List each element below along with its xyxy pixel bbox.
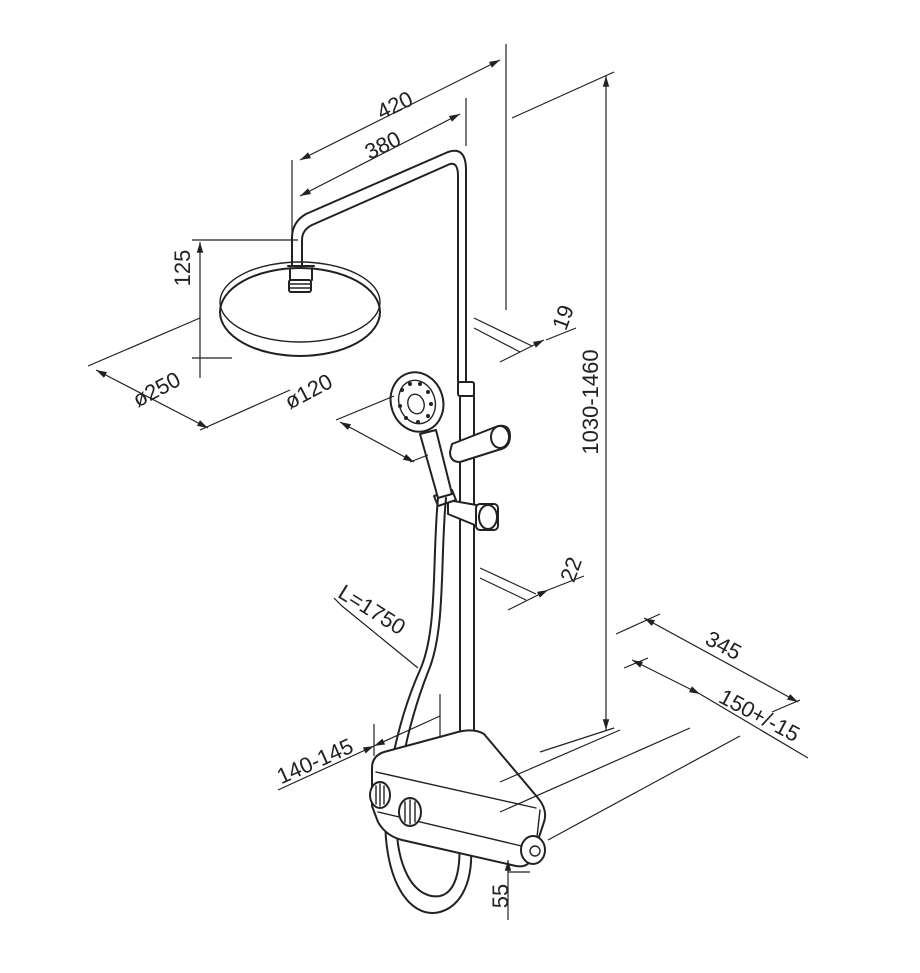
dim-22: 22	[479, 554, 587, 611]
dim-55-label: 55	[488, 884, 513, 908]
dim-150-label: 150+/-15	[715, 684, 804, 747]
dim-125: 125	[170, 239, 298, 378]
dim-250-label: ø250	[128, 367, 184, 413]
dim-19: 19	[473, 302, 579, 363]
shower-graphic	[219, 149, 547, 914]
dim-150: 150+/-15	[499, 657, 809, 841]
dim-hose-length: L=1750	[333, 579, 419, 669]
middle-knob	[398, 797, 422, 827]
dim-345-label: 345	[701, 626, 745, 665]
right-knob	[520, 835, 546, 865]
left-knob	[369, 781, 391, 809]
dim-1030-label: 1030-1460	[578, 349, 603, 454]
dim-420-label: 420	[373, 86, 417, 125]
hand-shower	[389, 371, 453, 499]
dim-1030: 1030-1460	[511, 71, 615, 753]
rain-shower-head	[219, 261, 381, 357]
dim-22-label: 22	[555, 554, 587, 586]
dim-140-label: 140-145	[273, 733, 357, 789]
dim-55: 55	[488, 860, 530, 920]
dim-120-label: ø120	[280, 369, 336, 415]
hand-shower-nozzles	[398, 382, 433, 424]
dim-380-label: 380	[361, 126, 405, 165]
upper-holder	[449, 424, 511, 463]
mixer-body	[371, 729, 547, 868]
dim-125-label: 125	[170, 250, 195, 287]
